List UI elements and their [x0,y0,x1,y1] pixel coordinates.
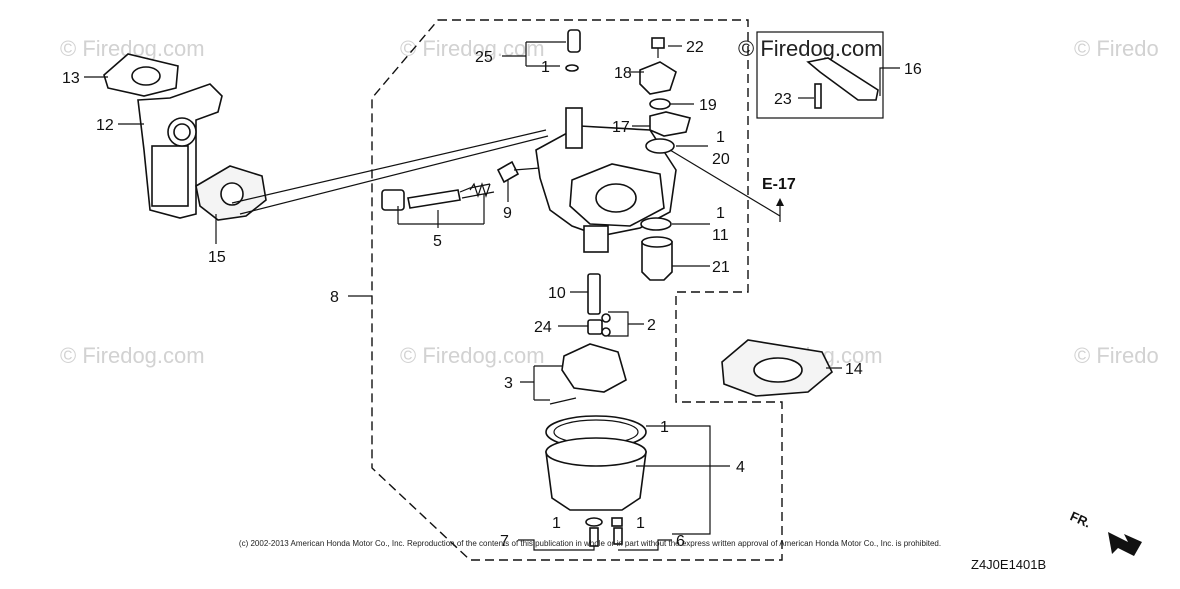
ref-arrow-head [776,198,784,206]
callout-21: 21 [712,259,730,276]
leader-2 [608,311,644,337]
callout-17: 17 [612,119,630,136]
part-2-washer-set [601,313,611,337]
part-25-vent-tube [565,29,581,72]
part-15-gasket [195,165,267,221]
part-13-gasket [103,53,179,97]
leader-16 [879,67,900,96]
part-18-cap [639,61,677,95]
watermark-7: © Firedo [1074,343,1159,368]
assembly-boundary [371,19,783,561]
callout-10: 10 [548,285,566,302]
callout-18: 18 [614,65,632,82]
callout-1-top: 1 [541,59,550,76]
callout-13: 13 [62,70,80,87]
callout-1-mid: 1 [716,129,725,146]
inset-box [756,31,884,119]
callout-1-bowl: 1 [660,419,669,436]
callout-1-drain-right: 1 [636,515,645,532]
callout-19: 19 [699,97,717,114]
callout-20: 20 [712,151,730,168]
watermark-3: © Firedo [1074,36,1159,61]
part-14-gasket [721,339,833,397]
part-17-body [649,111,691,137]
callout-5: 5 [433,233,442,250]
callout-25: 25 [475,49,493,66]
part-23-pin [814,83,822,109]
leader-1-bowl [646,425,711,535]
callout-8: 8 [330,289,339,306]
leader-3 [520,365,562,401]
leader-7 [518,539,595,551]
leader-6 [618,539,672,551]
part-19-washer [649,98,671,110]
callout-24: 24 [534,319,552,336]
part-22-screw [651,37,665,58]
part-21-main-jet [641,236,673,281]
part-20-valve [645,138,781,217]
part-16-lever [806,57,879,101]
callout-6: 6 [676,533,685,550]
part-5-pilot-screw [381,182,495,211]
part-10-nozzle [587,273,601,315]
part-4-float-chamber [545,437,647,511]
watermark-dark: © Firedog.com [738,36,883,61]
callout-12: 12 [96,117,114,134]
diagram-code: Z4J0E1401B [971,557,1047,572]
part-12-insulator [137,83,223,219]
part-6-drain-screw [611,517,623,545]
callout-1-ring: 1 [716,205,725,222]
watermark-5: © Firedog.com [400,343,545,368]
callout-7: 7 [500,533,509,550]
callout-22: 22 [686,39,704,56]
part-9-throttle-screw [496,160,541,184]
watermark-2: © Firedog.com [400,36,545,61]
part-3-float [549,343,627,405]
callout-23: 23 [774,91,792,108]
part-11-o-ring [640,217,672,231]
fr-arrow-icon [1108,532,1142,556]
callout-16: 16 [904,61,922,78]
copyright-notice: (c) 2002-2013 American Honda Motor Co., … [238,539,942,548]
leader-15-long [239,135,549,215]
callout-11: 11 [712,227,729,244]
callout-3: 3 [504,375,513,392]
callout-9: 9 [503,205,512,222]
callout-4: 4 [736,459,745,476]
callout-2: 2 [647,317,656,334]
reference-label: E-17 [762,176,796,193]
leader-25 [502,41,566,67]
watermark-4: © Firedog.com [60,343,205,368]
leader-5 [397,194,485,228]
carburetor-body [535,107,677,253]
callout-14: 14 [845,361,863,378]
part-24-jet [587,319,603,335]
callout-1-drain-left: 1 [552,515,561,532]
callout-15: 15 [208,249,226,266]
